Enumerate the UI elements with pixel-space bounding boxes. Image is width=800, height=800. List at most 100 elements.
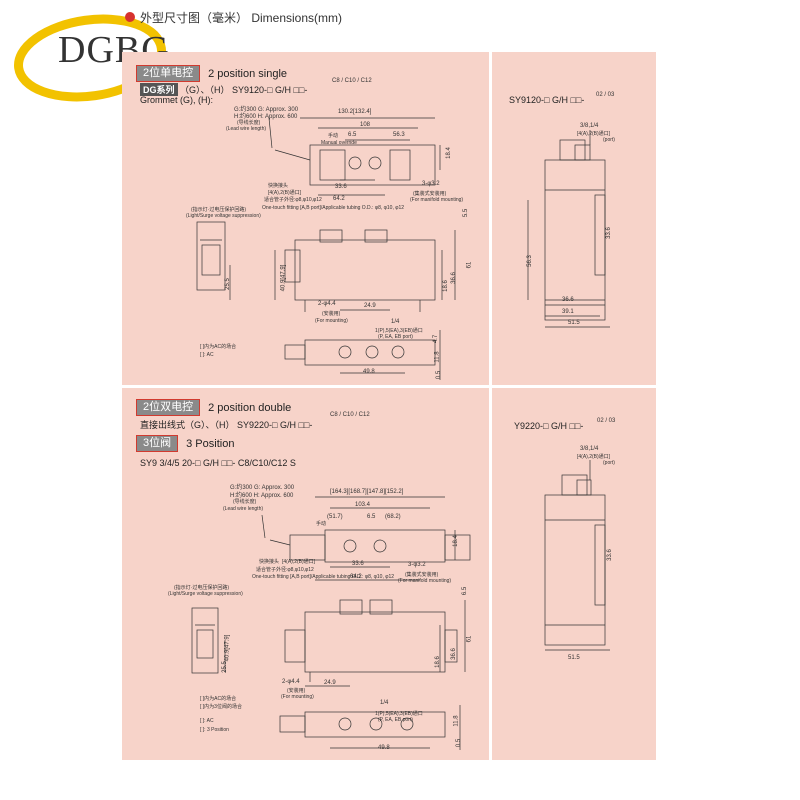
dim2-14: 1/4 [380, 700, 389, 706]
dim-498: 49.8 [363, 369, 375, 375]
right-391: 39.1 [562, 309, 574, 315]
dim-563: 56.3 [393, 132, 405, 138]
model-right-single: SY9120-□ G/H □□- [509, 95, 585, 105]
section-single-header: 2位单电控 2 position single [136, 65, 288, 82]
fitting-od-cn: 适合管子外径:φ8,φ10,φ12 [264, 197, 322, 203]
light-cn-2: (指示灯·过电压保护回路) [174, 585, 229, 591]
section-three-sub: 3 Position [186, 437, 235, 450]
page-title: 外型尺寸图（毫米） Dimensions(mm) [140, 11, 343, 25]
lead-wire-en-2: (Lead wire length) [223, 506, 264, 512]
dim-130: 130.2[132.4] [338, 109, 372, 115]
port-en-right: (port) [603, 137, 615, 143]
port-label: 1(P),5(EA),3(EB)通口 [375, 328, 423, 334]
valve-side-view-single [196, 221, 231, 300]
brand-badge: DG系列 [140, 83, 178, 96]
port-en-2: (P, EA, EB port) [378, 717, 413, 723]
hole-3-cn-2: (集装式安装用) [405, 572, 439, 578]
dim2-336: 33.6 [352, 561, 364, 567]
fitting-ports-cn-2: [4(A),2(B)通口] [282, 559, 316, 565]
hole-2-en: (For mounting) [315, 318, 348, 324]
lead-wire-cn: (导线长度) [237, 120, 261, 126]
dim-65: 6.5 [348, 132, 357, 138]
right2-515: 51.5 [568, 655, 580, 661]
logo-ring [14, 14, 166, 102]
h-length: H:约600 H: Approx. 600 [234, 114, 298, 120]
section-three-label: 3位阀 [136, 435, 179, 452]
panel-single-left [122, 52, 489, 385]
fitting-od-en-2: One-touch fitting [A,B port]/Applicable … [252, 574, 395, 580]
hole-3-en: (For manifold mounting) [410, 197, 464, 203]
hole-3-2: 3-φ3.2 [408, 562, 426, 568]
panel-double-left [122, 388, 489, 760]
note-ac-en-2: [ ]: AC [200, 718, 214, 724]
dim-249: 24.9 [364, 303, 376, 309]
section-double-header: 2位双电控 2 position double [136, 399, 292, 416]
dim2-1034: 103.4 [355, 502, 371, 508]
fitting-cn: 快换接头 [268, 183, 289, 189]
light-en: (Light/Surge voltage suppression) [186, 213, 261, 219]
model-three: SY9 3/4/5 20-□ G/H □□- C8/C10/C12 S [140, 458, 296, 468]
panel-single-right [492, 52, 656, 385]
note-3p-en: [ ]: 3 Position [200, 727, 229, 733]
valve-top-view-single [268, 117, 441, 196]
section-single-label: 2位单电控 [136, 65, 201, 82]
ports-right-2: [4(A),2(B)通口] [577, 454, 611, 460]
hole-2: 2-φ4.4 [318, 301, 336, 307]
dim-108: 108 [360, 122, 371, 128]
model-right-suffix: 02 / 03 [596, 92, 615, 98]
lead-wire-cn-2: (导线长度) [233, 499, 257, 505]
g-length: G:约300 G: Approx. 300 [234, 107, 299, 113]
hole-2-cn: (安装用) [322, 311, 341, 317]
manual-cn-2: 手动 [316, 521, 327, 527]
valve-end-view-double [544, 460, 610, 651]
model-line-single: （G）、（H） SY9120-□ G/H □□- [180, 85, 308, 95]
valve-side-view-double [191, 607, 219, 674]
panel-double-right [492, 388, 656, 760]
light-cn: (指示灯·过电压保护回路) [191, 207, 246, 213]
port-label-2: 1(P),5(EA),3(EB)通口 [375, 711, 423, 717]
model-line-double: 直接出线式（G）、（H） SY9220-□ G/H □□- [140, 420, 313, 430]
hole-2-cn-2: (安装用) [287, 688, 306, 694]
port-right-2: 3/8,1/4 [580, 446, 599, 452]
dim2-682: (68.2) [385, 514, 401, 520]
g-length-2: G:约300 G: Approx. 300 [230, 485, 295, 491]
valve-bottom-view-single [284, 330, 441, 380]
hole-2-2: 2-φ4.4 [282, 679, 300, 685]
dim2-517: (51.7) [327, 514, 343, 520]
port-en-right-2: (port) [603, 460, 615, 466]
manual-cn: 手动 [328, 133, 339, 139]
lead-wire-en: (Lead wire length) [226, 126, 267, 132]
dim2-642: 64.2 [350, 574, 362, 580]
dim-14: 1/4 [391, 319, 400, 325]
grommet-label: Grommet (G), (H): [140, 95, 213, 105]
dim2-65: 6.5 [367, 514, 376, 520]
dim-642: 64.2 [333, 196, 345, 202]
hole-2-en-2: (For mounting) [281, 694, 314, 700]
port-en: (P, EA, EB port) [378, 334, 413, 340]
header-bullet-icon [125, 12, 135, 22]
valve-top-view-double [261, 496, 471, 581]
hole-3-cn: (集装式安装用) [413, 191, 447, 197]
section-double-sub: 2 position double [208, 401, 292, 414]
note-ac-en: [ ]: AC [200, 352, 214, 358]
model-suffix-single: C8 / C10 / C12 [332, 78, 372, 84]
hole-3: 3-φ3.2 [422, 181, 440, 187]
model-right-suffix-2: 02 / 03 [597, 418, 616, 424]
model-right-double: Y9220-□ G/H □□- [514, 421, 584, 431]
fitting-ports-cn: [4(A),2(B)通口] [268, 190, 302, 196]
fitting-od-en: One-touch fitting [A,B port]/Applicable … [262, 205, 405, 211]
section-double-label: 2位双电控 [136, 399, 201, 416]
valve-front-view-double [224, 599, 466, 687]
h-length-2: H:约600 H: Approx. 600 [230, 493, 294, 499]
section-three-header: 3位阀 3 Position [136, 435, 235, 452]
valve-end-view-single [527, 130, 610, 328]
light-en-2: (Light/Surge voltage suppression) [168, 591, 243, 597]
ports-right: [4(A),2(B)通口] [577, 131, 611, 137]
right-515: 51.5 [568, 320, 580, 326]
section-single-sub: 2 position single [208, 67, 288, 80]
valve-front-view-single [274, 229, 456, 312]
manual-en: Manual override [321, 140, 357, 146]
fitting-cn-2: 快换接头 [259, 559, 280, 565]
model-suffix-double: C8 / C10 / C12 [330, 412, 370, 418]
